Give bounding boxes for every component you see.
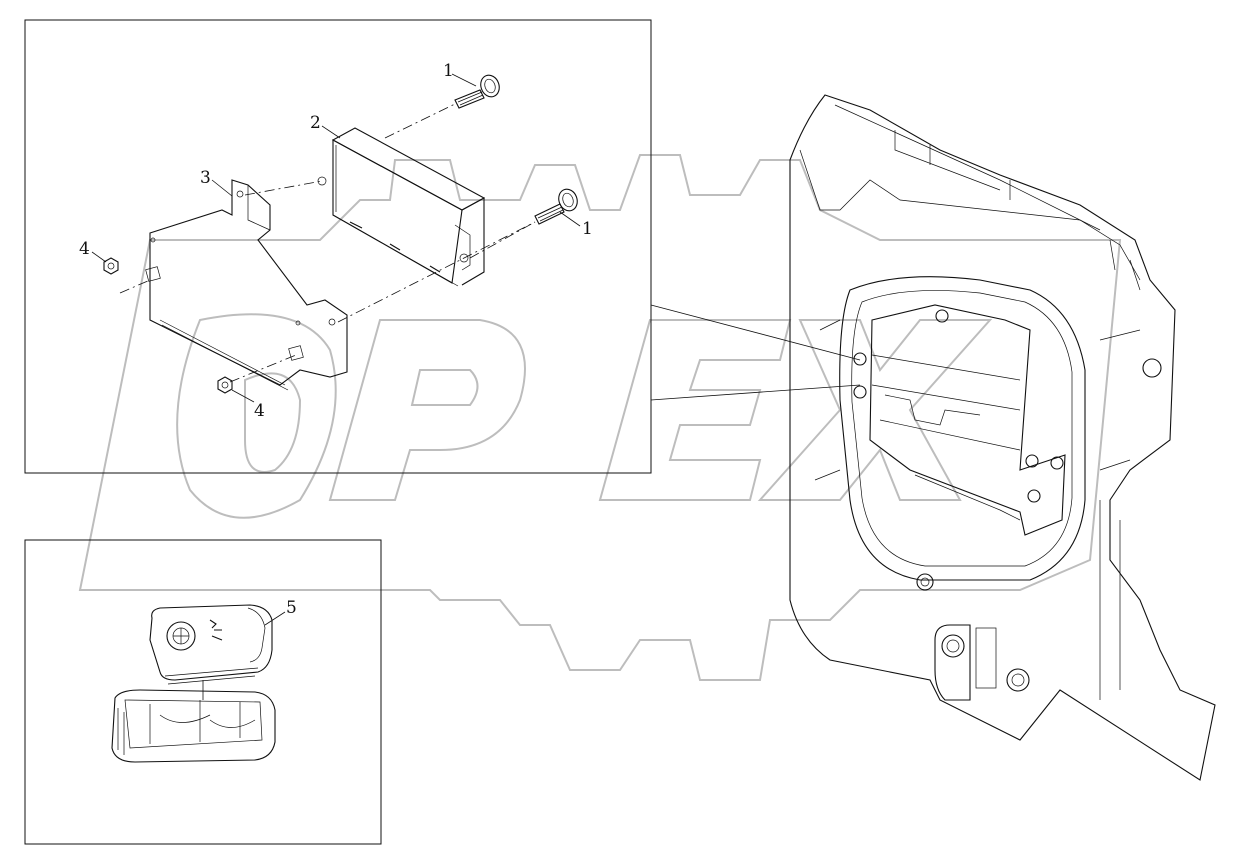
callout-label-3: 3 xyxy=(200,168,211,188)
bolt-upper xyxy=(454,74,500,109)
mounting-bracket xyxy=(145,179,348,391)
callout-label-1-upper: 1 xyxy=(443,61,454,81)
callout-2: 2 xyxy=(310,113,341,139)
control-module-box xyxy=(317,127,486,287)
frame-leader-upper xyxy=(650,304,861,361)
assembly-line-5 xyxy=(229,354,297,383)
watermark-logo xyxy=(78,154,1122,681)
nut-left xyxy=(103,257,119,275)
bolt-lower xyxy=(534,188,578,225)
key-fob-case xyxy=(111,689,276,763)
callout-label-4-left: 4 xyxy=(79,239,90,259)
detail-frame-top xyxy=(24,19,652,474)
callout-label-5: 5 xyxy=(286,598,297,618)
frame-leader-lower xyxy=(650,384,861,401)
assembly-line-1 xyxy=(384,103,456,139)
assembly-line-2 xyxy=(244,180,323,196)
assembly-line-3 xyxy=(119,279,151,294)
callout-1-upper: 1 xyxy=(443,61,477,87)
callout-4-bottom: 4 xyxy=(231,389,265,421)
assembly-line-4 xyxy=(337,221,536,323)
callout-label-4-bottom: 4 xyxy=(254,401,265,421)
callout-4-left: 4 xyxy=(79,239,107,263)
vehicle-panel xyxy=(789,94,1216,781)
callout-label-2: 2 xyxy=(310,113,321,133)
callout-3: 3 xyxy=(200,168,233,197)
assembly-line-6 xyxy=(469,221,536,259)
detail-frame-bottom xyxy=(24,539,382,845)
callout-label-1-lower: 1 xyxy=(582,219,593,239)
callout-1-lower: 1 xyxy=(559,211,593,239)
callout-5: 5 xyxy=(264,598,297,626)
key-fob xyxy=(149,604,273,685)
nut-bottom xyxy=(217,376,233,394)
